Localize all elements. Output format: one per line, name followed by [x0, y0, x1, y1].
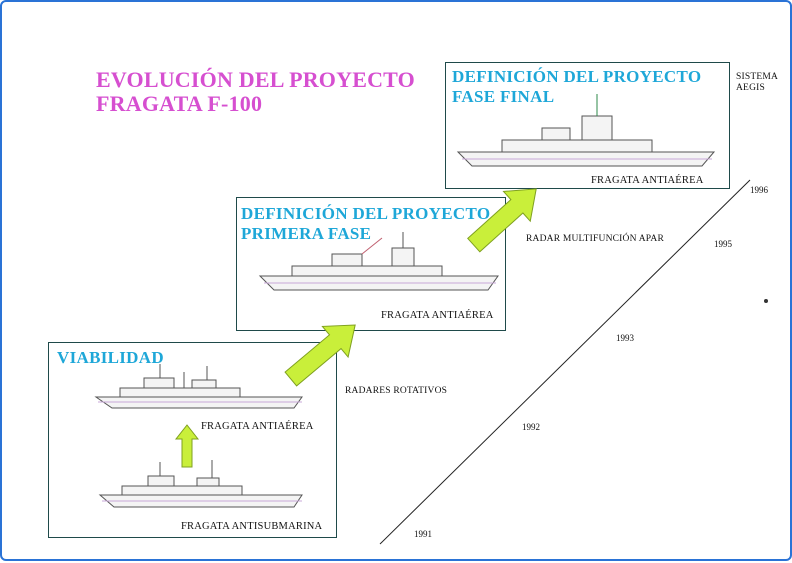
stage-primera-fase-box: DEFINICIÓN DEL PROYECTO PRIMERA FASE FRA…	[236, 197, 506, 331]
bullet-dot	[764, 299, 768, 303]
stage-primera-fase-caption: FRAGATA ANTIAÉREA	[381, 310, 494, 321]
arrow-to-primera-fase	[284, 324, 356, 387]
stage-fase-final-title-line2: FASE FINAL	[452, 87, 555, 106]
timeline-year-1991: 1991	[414, 529, 432, 539]
main-title-line1: EVOLUCIÓN DEL PROYECTO	[96, 67, 415, 92]
main-title: EVOLUCIÓN DEL PROYECTO FRAGATA F-100	[96, 68, 415, 116]
timeline-year-1996: 1996	[750, 185, 768, 195]
stage-fase-final-title: DEFINICIÓN DEL PROYECTO FASE FINAL	[452, 67, 701, 107]
stage-fase-final-box: DEFINICIÓN DEL PROYECTO FASE FINAL FRAGA…	[445, 62, 730, 189]
ship-viabilidad-antisubmarina-drawing	[98, 460, 303, 508]
timeline-year-1993: 1993	[616, 333, 634, 343]
annotation-sistema-line2: AEGIS	[736, 83, 765, 93]
ship-primera-fase-drawing	[258, 232, 499, 291]
timeline-line	[379, 179, 751, 545]
ship-viabilidad-antiaerea-drawing	[94, 364, 303, 409]
stage-fase-final-caption: FRAGATA ANTIAÉREA	[591, 175, 704, 186]
stage-viabilidad-upper-caption: FRAGATA ANTIAÉREA	[201, 421, 314, 432]
main-title-line2: FRAGATA F-100	[96, 91, 263, 116]
annotation-sistema-line1: SISTEMA	[736, 72, 779, 82]
stage-fase-final-title-line1: DEFINICIÓN DEL PROYECTO	[452, 67, 702, 86]
arrow-to-fase-final	[467, 188, 537, 253]
stage-primera-fase-title-line2: PRIMERA FASE	[241, 224, 372, 243]
arrow-up-viabilidad	[174, 424, 200, 468]
timeline-year-1992: 1992	[522, 422, 540, 432]
stage-primera-fase-title: DEFINICIÓN DEL PROYECTO PRIMERA FASE	[241, 204, 490, 244]
annotation-radares-rotativos: RADARES ROTATIVOS	[345, 386, 448, 396]
annotation-sistema-aegis: SISTEMA AEGIS	[736, 72, 778, 94]
stage-primera-fase-title-line1: DEFINICIÓN DEL PROYECTO	[241, 204, 491, 223]
stage-viabilidad-title: VIABILIDAD	[57, 348, 164, 367]
stage-viabilidad-lower-caption: FRAGATA ANTISUBMARINA	[181, 521, 323, 532]
timeline-year-1995: 1995	[714, 239, 732, 249]
annotation-radar-multifuncion: RADAR MULTIFUNCIÓN APAR	[526, 234, 664, 244]
ship-fase-final-drawing	[456, 94, 716, 167]
